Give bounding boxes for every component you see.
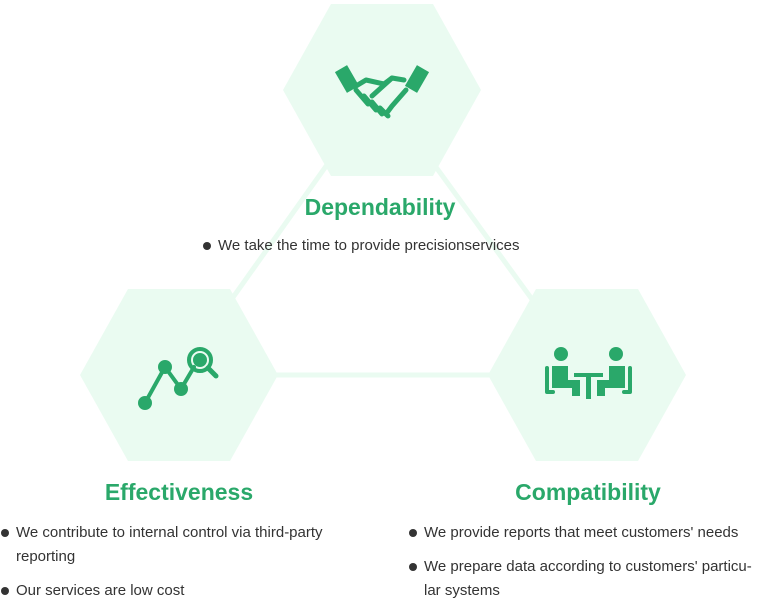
handshake-icon bbox=[334, 65, 430, 119]
effectiveness-title: Effectiveness bbox=[104, 479, 254, 505]
bullet-text: We contribute to internal control via th… bbox=[16, 524, 323, 565]
dependability-title: Dependability bbox=[304, 194, 456, 220]
list-item: We take the time to provide precisionser… bbox=[202, 234, 562, 258]
bullet-text: Our services are low cost bbox=[16, 582, 185, 599]
meeting-icon bbox=[545, 347, 632, 399]
bullet-text: We prepare data according to customers' … bbox=[424, 558, 752, 599]
compatibility-bullets: We provide reports that meet customers' … bbox=[408, 521, 766, 613]
diagram-stage: Dependability We take the time to provid… bbox=[1, 4, 752, 599]
trend-search-icon bbox=[138, 347, 219, 410]
effectiveness-bullets: We contribute to internal control via th… bbox=[0, 521, 372, 613]
list-item: We contribute to internal control via th… bbox=[0, 521, 372, 569]
list-item: We provide reports that meet customers' … bbox=[408, 521, 766, 545]
bullet-text: We take the time to provide precisionser… bbox=[218, 237, 520, 254]
list-item: Our services are low cost bbox=[0, 579, 372, 603]
bullet-dot-icon bbox=[203, 242, 211, 250]
list-item: We prepare data according to customers' … bbox=[408, 555, 766, 603]
triangle-diagram bbox=[80, 4, 686, 461]
bullet-dot-icon bbox=[409, 529, 417, 537]
bullet-dot-icon bbox=[409, 563, 417, 571]
compatibility-title: Compatibility bbox=[515, 479, 661, 505]
bullet-text: We provide reports that meet customers' … bbox=[424, 524, 739, 541]
dependability-bullets: We take the time to provide precisionser… bbox=[202, 234, 562, 268]
bullet-dot-icon bbox=[1, 529, 9, 537]
connector-triangle bbox=[175, 87, 590, 378]
bullet-dot-icon bbox=[1, 587, 9, 595]
hexagon-left bbox=[80, 289, 278, 461]
